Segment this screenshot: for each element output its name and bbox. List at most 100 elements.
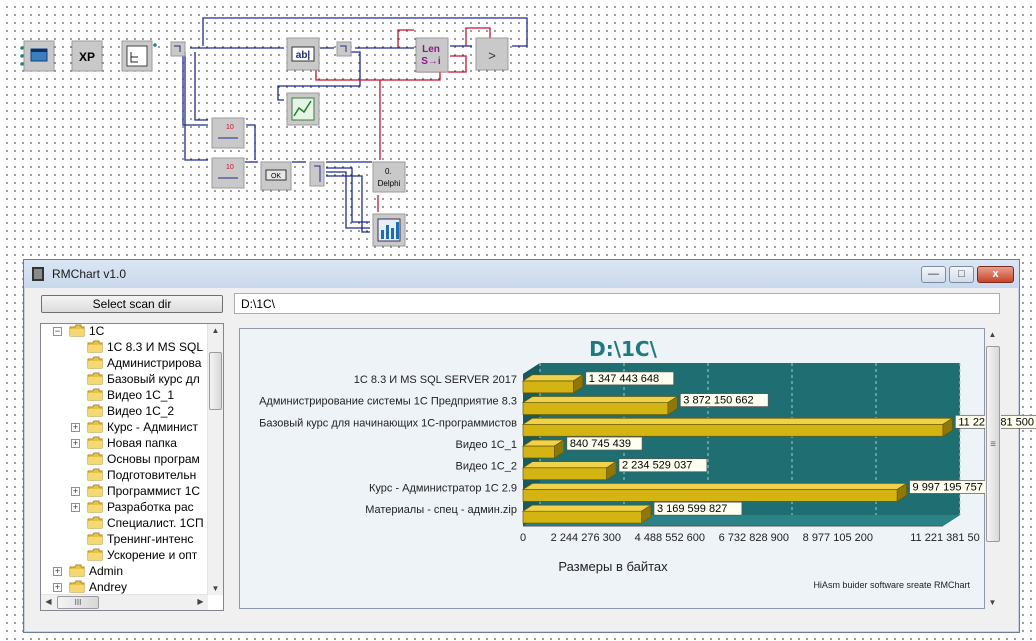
close-icon: x xyxy=(992,268,999,280)
category-label: 1С 8.3 И MS SQL SERVER 2017 xyxy=(354,374,517,386)
form-window-icon[interactable] xyxy=(20,40,55,72)
bar-top xyxy=(521,483,908,490)
path-input[interactable] xyxy=(234,293,1000,314)
chart-vertical-scrollbar[interactable]: ▲ ≡ ▼ xyxy=(985,328,1001,609)
tree-item-label: Базовый курс дл xyxy=(107,372,200,386)
schema-components: XP ab| Len S→i > xyxy=(20,37,509,247)
bar-side xyxy=(573,374,584,394)
tree-item[interactable]: Видео 1С_2 xyxy=(41,403,211,419)
tree-horizontal-scrollbar[interactable]: ◀ III ▶ xyxy=(41,594,208,610)
tree-item[interactable]: Ускорение и опт xyxy=(41,547,211,563)
bar xyxy=(522,423,944,437)
scroll-up-icon[interactable]: ▲ xyxy=(211,326,220,335)
tree-item[interactable]: + Новая папка xyxy=(41,435,211,451)
tree-item[interactable]: +Программист 1С xyxy=(41,483,211,499)
expand-icon[interactable]: + xyxy=(71,438,80,448)
folder-icon xyxy=(87,484,103,497)
line-chart-icon[interactable] xyxy=(286,92,320,126)
tree-item[interactable]: Видео 1С_1 xyxy=(41,387,211,403)
x-tick-label: 6 732 828 900 xyxy=(719,532,789,544)
schema-editor: XP ab| Len S→i > xyxy=(20,17,528,247)
tree-item[interactable]: Основы програм xyxy=(41,451,211,467)
bar-chart-icon[interactable] xyxy=(372,213,406,247)
tree-item[interactable]: + Admin xyxy=(41,563,211,579)
tree-item[interactable]: +Курс - Админист xyxy=(41,419,211,435)
window-title: RMChart v1.0 xyxy=(52,267,127,281)
number-icon[interactable]: 10 xyxy=(211,117,245,149)
compare-icon[interactable]: > xyxy=(475,37,509,71)
bar xyxy=(522,380,574,394)
folder-icon xyxy=(87,372,103,385)
expand-icon[interactable]: + xyxy=(53,566,62,576)
tree-item[interactable]: +Разработка рас xyxy=(41,499,211,515)
data-label-box xyxy=(585,371,675,386)
expand-icon[interactable]: + xyxy=(71,486,80,496)
schema-wires xyxy=(182,17,528,233)
tree-item-label: Andrey xyxy=(89,580,128,594)
tree-vertical-scrollbar[interactable]: ▲ ▼ xyxy=(207,324,223,595)
category-label: Базовый курс для начинающих 1С-программи… xyxy=(259,417,517,429)
data-label: 3 872 150 662 xyxy=(683,395,753,407)
number-icon-2[interactable]: 10 xyxy=(211,157,245,189)
tree-item[interactable]: Специалист. 1СП xyxy=(41,515,211,531)
scroll-right-icon[interactable]: ▶ xyxy=(197,597,204,606)
connector-node[interactable] xyxy=(170,41,186,57)
expand-icon[interactable]: + xyxy=(53,582,62,592)
chart-vscroll-thumb[interactable]: ≡ xyxy=(986,346,1000,542)
tree-item[interactable]: 1C 8.3 И MS SQL xyxy=(41,339,211,355)
bar xyxy=(522,510,642,524)
tree-vscroll-thumb[interactable] xyxy=(209,352,222,410)
folder-icon xyxy=(69,580,85,593)
bar xyxy=(522,445,555,459)
tree-view-icon[interactable] xyxy=(121,40,157,72)
xp-manifest-icon[interactable]: XP xyxy=(71,40,103,72)
expand-icon[interactable]: + xyxy=(71,502,80,512)
folder-icon xyxy=(87,388,103,401)
scroll-down-icon[interactable]: ▼ xyxy=(211,584,220,593)
edit-box-icon[interactable]: ab| xyxy=(286,37,320,71)
tree-item[interactable]: Администрирова xyxy=(41,355,211,371)
tree-item[interactable]: −1C xyxy=(41,323,211,339)
tree-item-label: Специалист. 1СП xyxy=(107,516,204,530)
data-label: 840 745 439 xyxy=(570,438,631,450)
connector-node-2[interactable] xyxy=(336,41,352,57)
compare-label: > xyxy=(488,48,496,63)
bar xyxy=(522,467,607,481)
collapse-icon[interactable]: − xyxy=(53,326,62,336)
tree-item[interactable]: + Andrey xyxy=(41,579,211,595)
bar-top xyxy=(521,461,618,469)
close-button[interactable]: x xyxy=(977,266,1014,283)
title-bar[interactable]: RMChart v1.0 — □ x xyxy=(24,260,1019,288)
maximize-icon: □ xyxy=(958,268,965,280)
folder-icon xyxy=(87,500,103,513)
tree-item-label: Admin xyxy=(89,564,124,578)
scroll-left-icon[interactable]: ◀ xyxy=(45,597,52,606)
chart-scroll-down-icon[interactable]: ▼ xyxy=(988,598,997,607)
tree-item-label: Тренинг-интенс xyxy=(107,532,194,546)
tree-hscroll-thumb[interactable]: III xyxy=(57,596,99,609)
expand-icon[interactable]: + xyxy=(71,422,80,432)
tree-item-label: Администрирова xyxy=(107,356,202,370)
minimize-button[interactable]: — xyxy=(921,266,946,283)
tree-item[interactable]: Тренинг-интенс xyxy=(41,531,211,547)
string-length-icon[interactable]: Len S→i xyxy=(415,37,449,73)
chart-scroll-up-icon[interactable]: ▲ xyxy=(988,330,997,339)
folder-icon xyxy=(87,516,103,529)
folder-icon xyxy=(87,404,103,417)
connector-node-3[interactable] xyxy=(309,161,325,187)
folder-icon xyxy=(87,452,103,465)
rmchart-window: RMChart v1.0 — □ x Select scan dir −1C1C… xyxy=(23,259,1036,633)
maximize-button[interactable]: □ xyxy=(949,266,974,283)
data-label: 1 347 443 648 xyxy=(589,373,659,385)
tree-item-label: Новая папка xyxy=(107,436,177,450)
tree-item[interactable]: Базовый курс дл xyxy=(41,371,211,387)
x-tick-label: 4 488 552 600 xyxy=(635,532,705,544)
button-icon[interactable]: OK xyxy=(260,161,292,191)
tree-item[interactable]: Подготовительн xyxy=(41,467,211,483)
tree-item-label: Подготовительн xyxy=(107,468,197,482)
select-scan-dir-button[interactable]: Select scan dir xyxy=(41,295,223,313)
data-label-box xyxy=(653,501,743,516)
delphi-icon[interactable]: 0. Delphi xyxy=(372,161,406,193)
